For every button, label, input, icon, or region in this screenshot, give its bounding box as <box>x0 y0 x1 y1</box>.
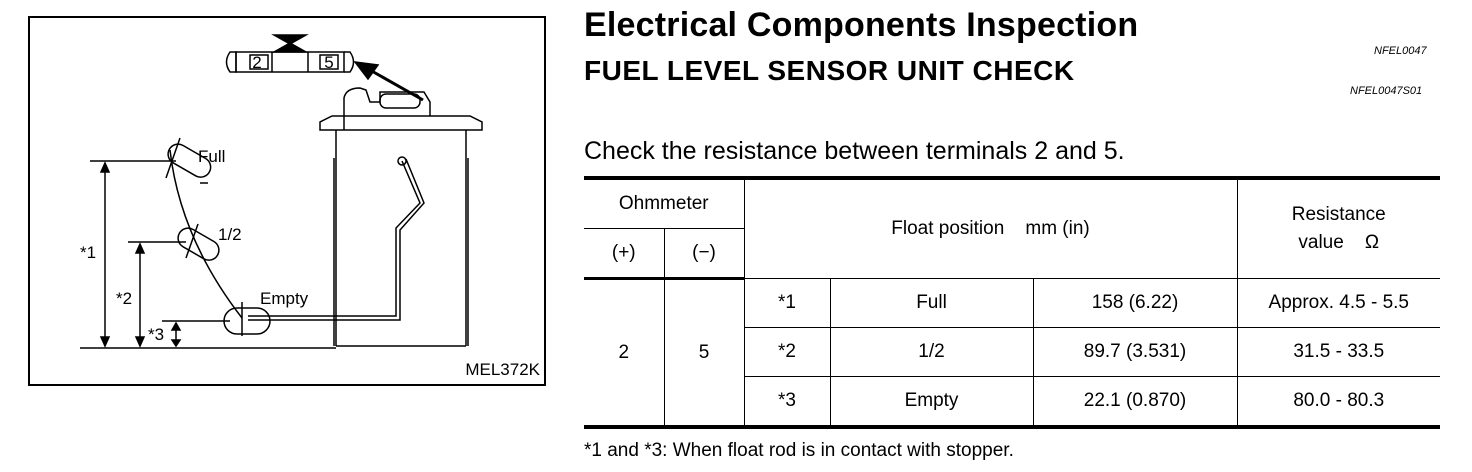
minus-header: (−) <box>663 228 744 280</box>
page-title: Electrical Components Inspection <box>584 6 1139 44</box>
dimension-3-label: *3 <box>148 325 164 344</box>
float-full-label: Full <box>198 147 225 166</box>
figure-code: MEL372K <box>465 360 540 379</box>
minus-terminal-value: 5 <box>663 278 745 428</box>
sensor-diagram: 2 5 Full 1/2 Empty *1 *2 *3 MEL372K <box>28 16 546 386</box>
row-height: 89.7 (3.531) <box>1032 327 1238 377</box>
table-row: *2 1/2 89.7 (3.531) 31.5 - 33.5 <box>584 327 1440 377</box>
ohmmeter-header: Ohmmeter <box>584 177 745 229</box>
row-position: 1/2 <box>829 327 1034 377</box>
dimension-2-label: *2 <box>116 289 132 308</box>
footnote: *1 and *3: When float rod is in contact … <box>584 440 1014 461</box>
row-position: Full <box>829 278 1034 328</box>
row-resistance: 80.0 - 80.3 <box>1236 376 1440 428</box>
terminal-5-label: 5 <box>324 53 333 72</box>
row-mark: *1 <box>743 278 831 328</box>
float-empty-label: Empty <box>260 289 309 308</box>
plus-terminal-value: 2 <box>584 278 665 428</box>
subsection-ref: NFEL0047S01 <box>1350 85 1423 97</box>
section-subtitle: FUEL LEVEL SENSOR UNIT CHECK <box>584 55 1075 86</box>
terminal-2-label: 2 <box>252 53 261 72</box>
row-resistance: 31.5 - 33.5 <box>1236 327 1440 377</box>
row-height: 158 (6.22) <box>1032 278 1238 328</box>
connector-icon <box>225 34 355 73</box>
plus-header: (+) <box>584 228 665 280</box>
float-position-header: Float position mm (in) <box>743 177 1238 279</box>
resistance-header: Resistance value Ω <box>1236 177 1440 279</box>
section-ref: NFEL0047 <box>1374 45 1427 57</box>
table-row: 2 5 *1 Full 158 (6.22) Approx. 4.5 - 5.5 <box>584 278 1440 428</box>
row-mark: *2 <box>744 327 831 377</box>
resistance-table: Ohmmeter Float position mm (in) Resistan… <box>584 176 1440 429</box>
instruction-text: Check the resistance between terminals 2… <box>584 137 1125 165</box>
sensor-drawing: 2 5 Full 1/2 Empty *1 *2 *3 <box>80 34 483 349</box>
row-mark: *3 <box>744 376 831 428</box>
row-position: Empty <box>829 376 1034 428</box>
table-row: *3 Empty 22.1 (0.870) 80.0 - 80.3 <box>584 376 1440 428</box>
row-resistance: Approx. 4.5 - 5.5 <box>1236 278 1440 328</box>
dimension-1-label: *1 <box>80 243 96 262</box>
row-height: 22.1 (0.870) <box>1032 376 1238 428</box>
float-half-label: 1/2 <box>218 225 242 244</box>
